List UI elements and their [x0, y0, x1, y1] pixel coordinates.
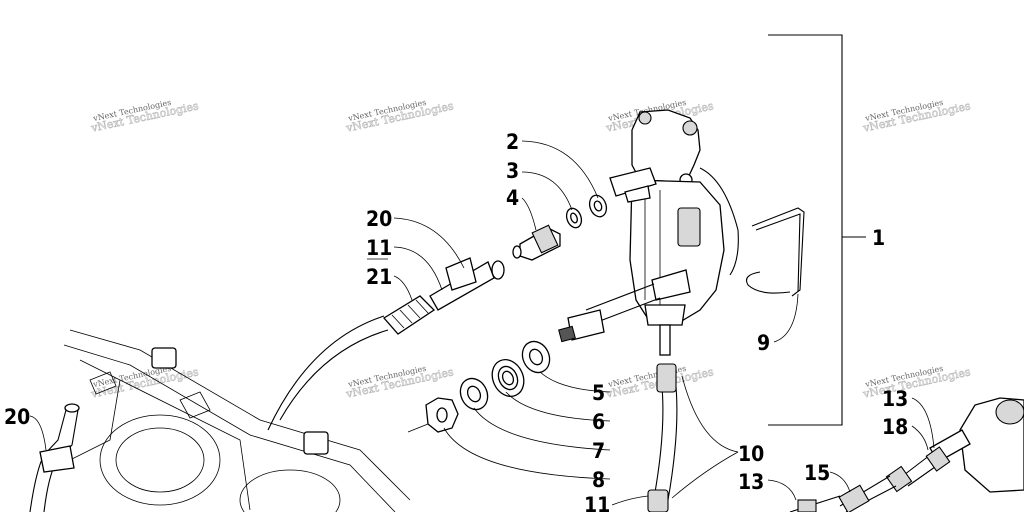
- watermark: vNext Technologies vNext Technologies: [344, 98, 456, 135]
- callout-11-bottom: 11: [584, 493, 610, 512]
- callout-20-top: 20: [366, 207, 392, 231]
- elbow-20-left: [29, 403, 80, 512]
- callouts: 1 2 3 4 5 6 7 8 9 10 11 11 13 13 15 18 2…: [4, 130, 908, 512]
- callout-20-left: 20: [4, 405, 30, 429]
- watermark: vNext Technologies vNext Technologies: [344, 364, 456, 401]
- callout-18: 18: [882, 415, 908, 439]
- fuel-line: [267, 257, 505, 431]
- callout-1-bracket: [768, 34, 866, 426]
- leader-lines: [29, 140, 935, 506]
- regulator-assembly: [558, 109, 739, 356]
- nut-8: [407, 397, 459, 433]
- throttle-body: [63, 329, 411, 512]
- washer-7: [459, 377, 489, 411]
- washers-2-3: [565, 194, 608, 229]
- callout-7: 7: [592, 439, 605, 463]
- callout-3: 3: [506, 159, 519, 183]
- washer-5: [521, 340, 551, 374]
- watermark: vNext Technologies vNext Technologies: [861, 98, 973, 135]
- callout-13-right: 13: [882, 387, 908, 411]
- watermark: vNext Technologies vNext Technologies: [861, 364, 973, 401]
- callout-1: 1: [872, 226, 885, 250]
- callout-8: 8: [592, 468, 605, 492]
- clip-9: [745, 207, 805, 297]
- callout-21: 21: [366, 265, 392, 289]
- callout-9: 9: [757, 331, 770, 355]
- washer-6: [491, 359, 525, 397]
- callout-4: 4: [506, 186, 519, 210]
- callout-15: 15: [804, 461, 830, 485]
- callout-5: 5: [592, 381, 605, 405]
- hose-10: [647, 363, 678, 512]
- callout-13-bottom: 13: [738, 470, 764, 494]
- callout-10: 10: [738, 442, 764, 466]
- callout-2: 2: [506, 130, 519, 154]
- watermark: vNext Technologies vNext Technologies: [89, 364, 201, 401]
- callout-11-left: 11: [366, 236, 392, 260]
- right-assembly: [789, 397, 1024, 512]
- callout-6: 6: [592, 410, 605, 434]
- fitting-4: [512, 224, 561, 261]
- watermark: vNext Technologies vNext Technologies: [89, 98, 201, 135]
